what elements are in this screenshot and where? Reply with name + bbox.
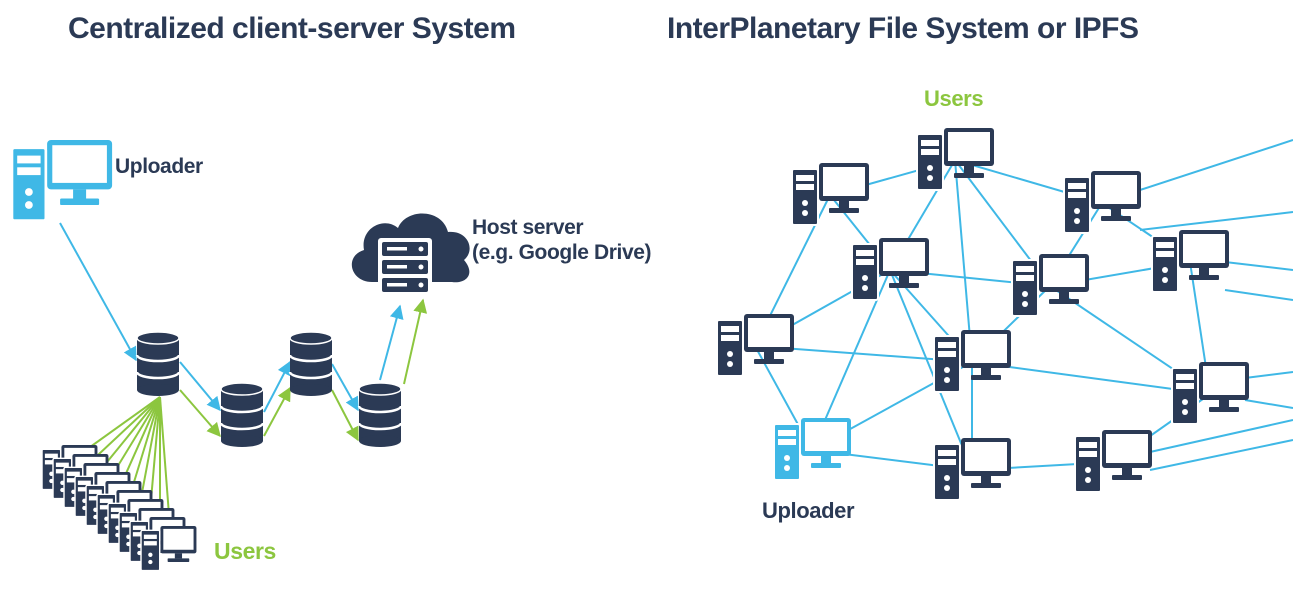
database-link [331, 389, 359, 442]
database-icon [357, 382, 403, 447]
peer-link [1149, 439, 1293, 471]
desktop-computer-icon [1151, 230, 1229, 293]
peer-link [889, 269, 973, 471]
peer-link [971, 361, 1211, 395]
desktop-computer-icon [1074, 430, 1152, 493]
uploader-computer-icon [773, 418, 851, 481]
desktop-computer-icon [1011, 254, 1089, 317]
database-to-host-link [403, 298, 428, 385]
peer-link [1139, 139, 1293, 191]
peer-link [1149, 419, 1293, 453]
left-users-label: Users [214, 538, 276, 564]
peer-link [1224, 289, 1293, 301]
database-icon [288, 331, 334, 396]
right-uploader-label: Uploader [762, 498, 855, 523]
desktop-computer-icon [916, 128, 994, 191]
desktop-computer-icon [851, 238, 929, 301]
database-link [179, 361, 221, 412]
desktop-computer-icon [716, 314, 794, 377]
host-server-example-label: (e.g. Google Drive) [472, 241, 652, 264]
database-link [263, 386, 291, 437]
left-diagram-title: Centralized client-server System [68, 12, 516, 45]
nodes [10, 128, 1249, 572]
left-uploader-label: Uploader [115, 155, 203, 178]
database-link [263, 360, 291, 413]
host-server-label: Host server [472, 216, 584, 239]
peer-link [1244, 371, 1293, 379]
desktop-computer-icon [1171, 362, 1249, 425]
database-link [179, 389, 221, 438]
uploader-to-database-link [59, 222, 137, 362]
peer-link [1139, 211, 1293, 231]
database-icon [135, 331, 181, 396]
right-users-label: Users [924, 86, 984, 111]
desktop-computer-icon [140, 526, 197, 572]
peer-link [1224, 261, 1293, 271]
desktop-computer-icon [933, 330, 1011, 393]
cloud-server-icon [351, 213, 470, 296]
desktop-computer-icon [791, 163, 869, 226]
database-icon [219, 382, 265, 447]
database-to-host-link [379, 304, 404, 381]
database-link [331, 363, 359, 412]
desktop-computer-icon [1063, 171, 1141, 234]
peer-link [1244, 399, 1293, 409]
desktop-computer-icon [933, 438, 1011, 501]
peer-link [954, 159, 973, 363]
uploader-computer-icon [10, 140, 113, 222]
right-diagram-title: InterPlanetary File System or IPFS [667, 12, 1139, 45]
